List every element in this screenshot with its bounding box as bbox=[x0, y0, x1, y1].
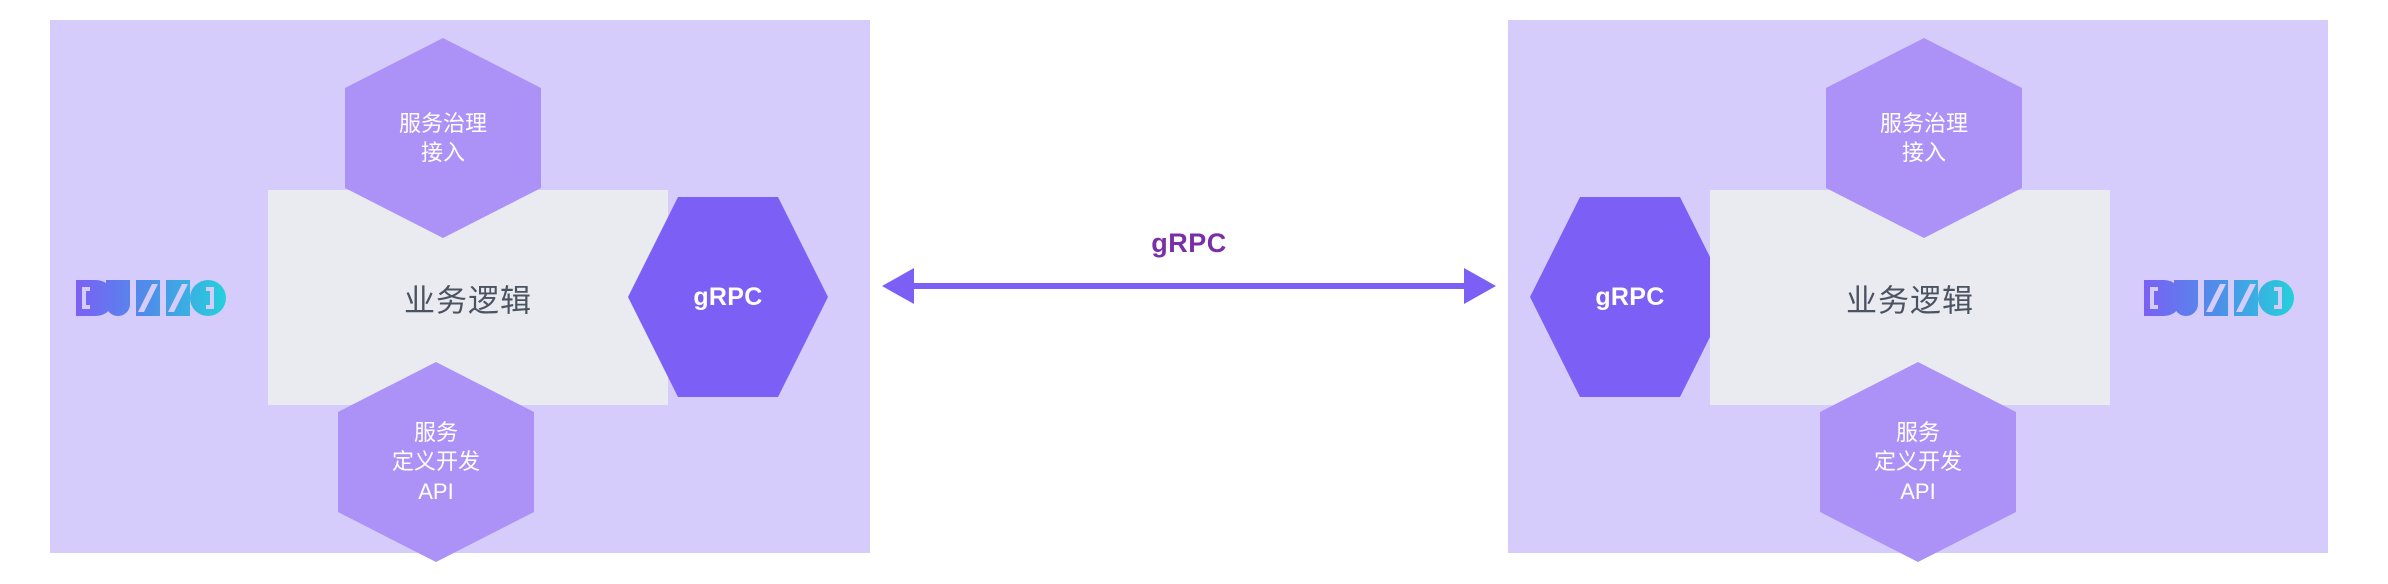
grpc-connector: gRPC bbox=[870, 0, 1508, 584]
hex-line: API bbox=[418, 478, 454, 504]
arrow-head-right-icon bbox=[1464, 268, 1496, 304]
hex-grpc-right: gRPC bbox=[1530, 197, 1730, 397]
business-logic-box-left: 业务逻辑 bbox=[268, 190, 668, 405]
arrow-line bbox=[912, 283, 1466, 289]
business-logic-label-right: 业务逻辑 bbox=[1846, 283, 1974, 318]
business-logic-label-left: 业务逻辑 bbox=[404, 283, 532, 318]
hex-service-definition-label-right: 服务 定义开发 API bbox=[1874, 418, 1962, 505]
hex-line: API bbox=[1900, 478, 1936, 504]
hex-line: 定义开发 bbox=[391, 449, 480, 475]
arrow-head-left-icon bbox=[882, 268, 914, 304]
hex-service-governance-label-left: 服务治理 接入 bbox=[399, 109, 487, 167]
left-service-panel: 业务逻辑 服务治理 接入 服务 定义开发 API gRPC bbox=[50, 20, 870, 562]
hex-service-governance-label-right: 服务治理 接入 bbox=[1880, 109, 1968, 167]
hex-line: 服务治理 bbox=[1879, 110, 1968, 136]
hex-line: 接入 bbox=[1901, 140, 1946, 165]
hex-line: 服务 bbox=[1895, 420, 1940, 446]
hex-line: 定义开发 bbox=[1873, 449, 1962, 475]
hex-line: 接入 bbox=[420, 140, 465, 165]
hex-line: 服务治理 bbox=[398, 110, 487, 136]
grpc-connector-label: gRPC bbox=[1151, 228, 1227, 258]
hex-grpc-label-right: gRPC bbox=[1595, 282, 1665, 311]
dubbo-logo-left bbox=[74, 274, 226, 322]
dubbo-logo-right bbox=[2142, 274, 2294, 322]
hex-service-definition-label-left: 服务 定义开发 API bbox=[392, 418, 480, 505]
right-service-panel: gRPC 业务逻辑 服务治理 接入 服务 定义开发 API bbox=[1508, 20, 2328, 562]
hex-grpc-label-left: gRPC bbox=[693, 282, 763, 311]
hex-line: 服务 bbox=[413, 420, 458, 446]
